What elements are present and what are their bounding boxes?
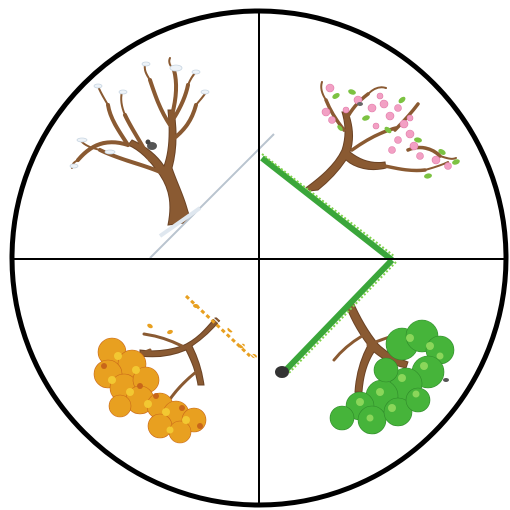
- bird-icon: [357, 102, 363, 106]
- bird-icon: [443, 378, 449, 382]
- small-animal-icon: [275, 366, 289, 378]
